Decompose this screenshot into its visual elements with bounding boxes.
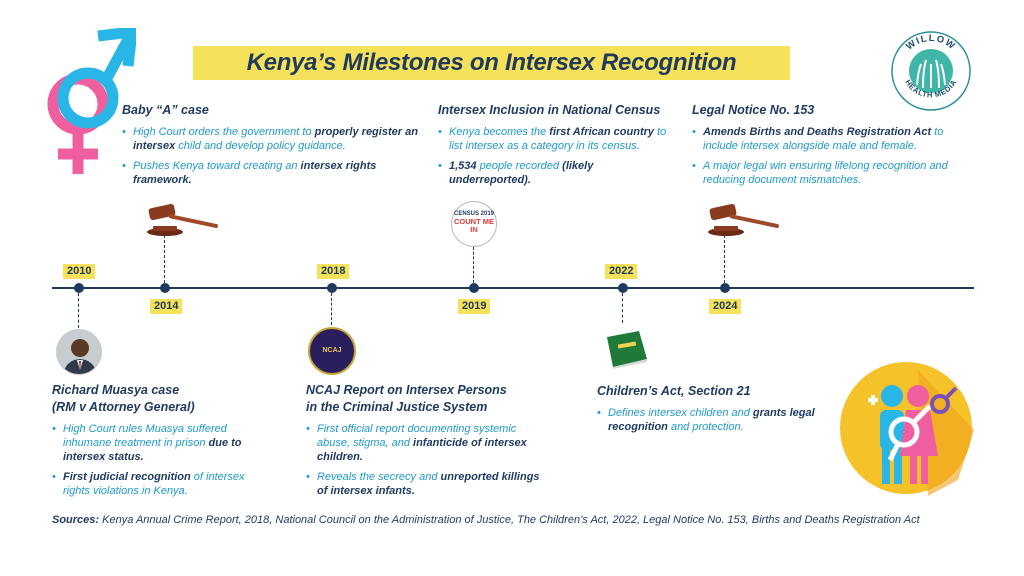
year-label-2018: 2018 (317, 264, 350, 279)
connector-2010 (78, 293, 79, 328)
event-bullet: Defines intersex children and grants leg… (597, 406, 822, 434)
timeline-dot-2018 (327, 283, 337, 293)
connector-2022 (622, 293, 623, 323)
title-banner: Kenya’s Milestones on Intersex Recogniti… (193, 46, 790, 80)
event-bullet: Reveals the secrecy and unreported killi… (306, 470, 546, 498)
event-bullet: First judicial recognition of intersex r… (52, 470, 262, 498)
timeline-dot-2022 (618, 283, 628, 293)
ncaj-seal-icon: NCAJ (308, 327, 356, 375)
timeline-axis (52, 287, 974, 289)
year-label-2014: 2014 (150, 299, 183, 314)
event-bullet: 1,534 people recorded (likely underrepor… (438, 159, 673, 187)
event-2014: Baby “A” case High Court orders the gove… (122, 102, 422, 193)
event-bullet: A major legal win ensuring lifelong reco… (692, 159, 962, 187)
event-heading: Richard Muasya case(RM v Attorney Genera… (52, 383, 195, 414)
event-2024: Legal Notice No. 153 Amends Births and D… (692, 102, 962, 193)
event-bullet: Kenya becomes the first African country … (438, 125, 673, 153)
event-heading: Intersex Inclusion in National Census (438, 103, 661, 117)
event-heading: Baby “A” case (122, 103, 209, 117)
sources-text: Kenya Annual Crime Report, 2018, Nationa… (99, 514, 920, 526)
event-bullet: Pushes Kenya toward creating an intersex… (122, 159, 422, 187)
event-2019: Intersex Inclusion in National Census Ke… (438, 102, 673, 193)
gavel-icon (708, 203, 779, 236)
event-bullet: First official report documenting system… (306, 422, 546, 464)
event-bullet: High Court rules Muasya suffered inhuman… (52, 422, 262, 464)
intersex-symbol-icon (47, 28, 136, 174)
gavel-icon (147, 203, 218, 236)
book-icon (607, 331, 647, 369)
intersex-figures-icon (840, 362, 974, 496)
timeline-dot-2019 (469, 283, 479, 293)
census-badge-slogan: COUNT ME IN (454, 217, 494, 234)
willow-logo-icon: WILLOW HEALTH MEDIA (891, 31, 971, 111)
event-bullet: High Court orders the government to prop… (122, 125, 422, 153)
person-icon (57, 330, 101, 374)
census-badge-year: CENSUS 2019 (453, 211, 495, 217)
event-2022: Children’s Act, Section 21 Defines inter… (597, 383, 822, 440)
event-heading: Legal Notice No. 153 (692, 103, 815, 117)
avatar (56, 329, 102, 375)
connector-2024 (724, 235, 725, 283)
connector-2019 (473, 247, 474, 283)
connector-2018 (331, 293, 332, 325)
sources-label: Sources: (52, 514, 100, 526)
sources-footer: Sources: Kenya Annual Crime Report, 2018… (52, 514, 992, 526)
connector-2014 (164, 235, 165, 283)
year-label-2010: 2010 (63, 264, 96, 279)
event-bullet: Amends Births and Deaths Registration Ac… (692, 125, 962, 153)
census-badge: CENSUS 2019 COUNT ME IN (451, 201, 497, 247)
timeline-dot-2014 (160, 283, 170, 293)
page-title: Kenya’s Milestones on Intersex Recogniti… (246, 49, 737, 76)
event-2010: Richard Muasya case(RM v Attorney Genera… (52, 382, 262, 504)
year-label-2019: 2019 (458, 299, 491, 314)
timeline-dot-2010 (74, 283, 84, 293)
timeline-dot-2024 (720, 283, 730, 293)
year-label-2022: 2022 (605, 264, 638, 279)
event-heading: Children’s Act, Section 21 (597, 384, 751, 398)
year-label-2024: 2024 (709, 299, 742, 314)
